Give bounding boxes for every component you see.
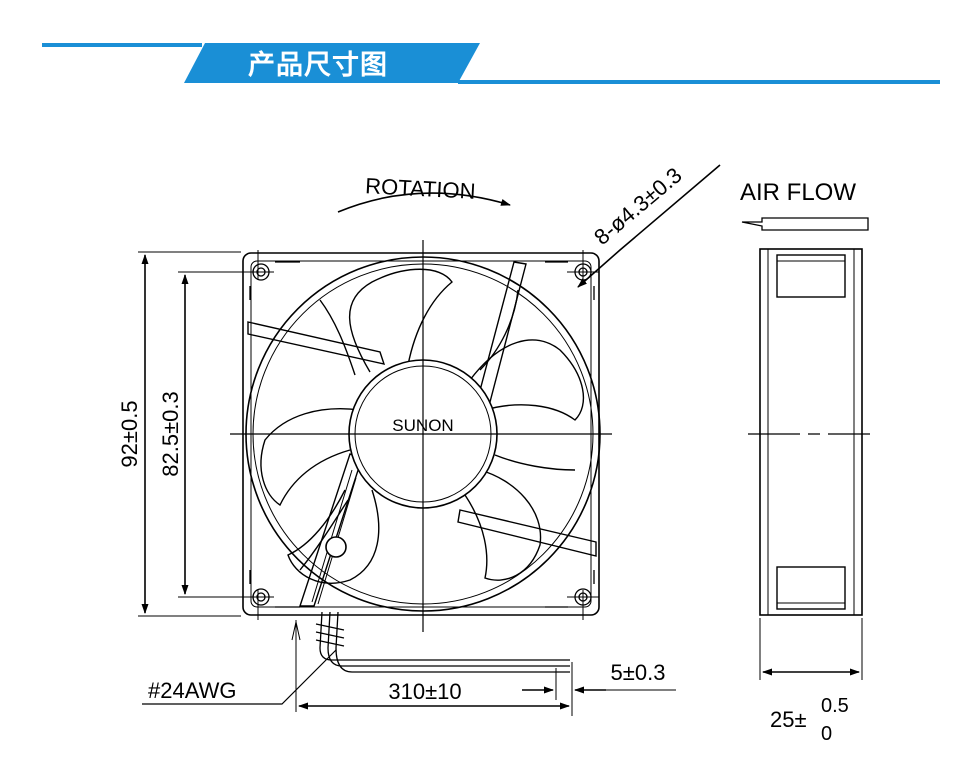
hole-leader bbox=[577, 164, 721, 288]
dimension-wire-strip bbox=[522, 668, 676, 700]
rotation-arrow bbox=[337, 192, 511, 213]
fan-front-view: SUNON ROTATION 8-ø4.3±0.3 bbox=[230, 162, 721, 632]
tolerance-lower: 0 bbox=[821, 723, 832, 745]
header-banner bbox=[42, 43, 940, 84]
fan-blades bbox=[260, 268, 585, 584]
outer-dimension-label: 92±0.5 bbox=[117, 400, 142, 467]
fan-dimension-drawing: SUNON ROTATION 8-ø4.3±0.3 92±0.5 82.5±0.… bbox=[0, 100, 980, 777]
lead-wires bbox=[315, 611, 570, 673]
rotation-label: ROTATION bbox=[365, 173, 477, 204]
fan-side-view: AIR FLOW bbox=[740, 179, 870, 680]
wire-strip-label: 5±0.3 bbox=[611, 660, 666, 685]
side-frame-outline bbox=[759, 248, 863, 616]
dimension-hole-spacing bbox=[178, 271, 258, 598]
wire-length-label: 310±10 bbox=[388, 679, 461, 704]
wire-gauge-label: #24AWG bbox=[148, 678, 236, 703]
airflow-label: AIR FLOW bbox=[740, 179, 856, 206]
thickness-label: 25± bbox=[770, 707, 807, 732]
airflow-arrow-icon bbox=[741, 217, 869, 231]
dimension-overall-height bbox=[138, 251, 241, 617]
drawing-svg: SUNON ROTATION 8-ø4.3±0.3 92±0.5 82.5±0.… bbox=[117, 162, 870, 745]
section-header: 产品尺寸图 bbox=[0, 0, 980, 100]
page-title: 产品尺寸图 bbox=[248, 50, 388, 81]
wire-gauge-leader bbox=[142, 649, 337, 705]
tolerance-upper: 0.5 bbox=[821, 695, 849, 717]
hole-spacing-label: 82.5±0.3 bbox=[158, 391, 183, 476]
